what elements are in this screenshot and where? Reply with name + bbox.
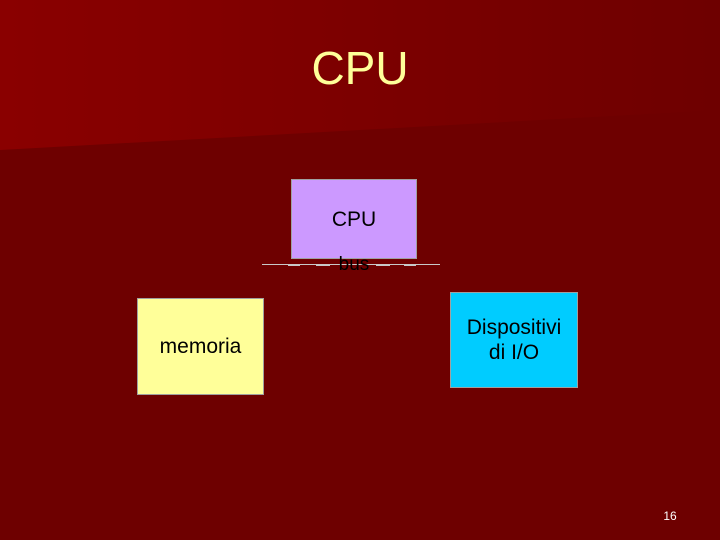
slide-title: CPU (311, 42, 409, 94)
cpu-box: CPU (291, 179, 417, 259)
io-devices-label: Dispositivi di I/O (467, 315, 562, 365)
io-devices-label-line1: Dispositivi (466, 316, 562, 339)
cpu-box-label: CPU (331, 207, 377, 231)
io-devices-box: Dispositivi di I/O (450, 292, 578, 388)
bus-label: bus (338, 254, 370, 275)
memory-box-label: memoria (159, 335, 242, 358)
io-devices-label-line2: di I/O (488, 341, 540, 364)
page-number: 16 (663, 509, 677, 523)
memory-box: memoria (137, 298, 264, 395)
